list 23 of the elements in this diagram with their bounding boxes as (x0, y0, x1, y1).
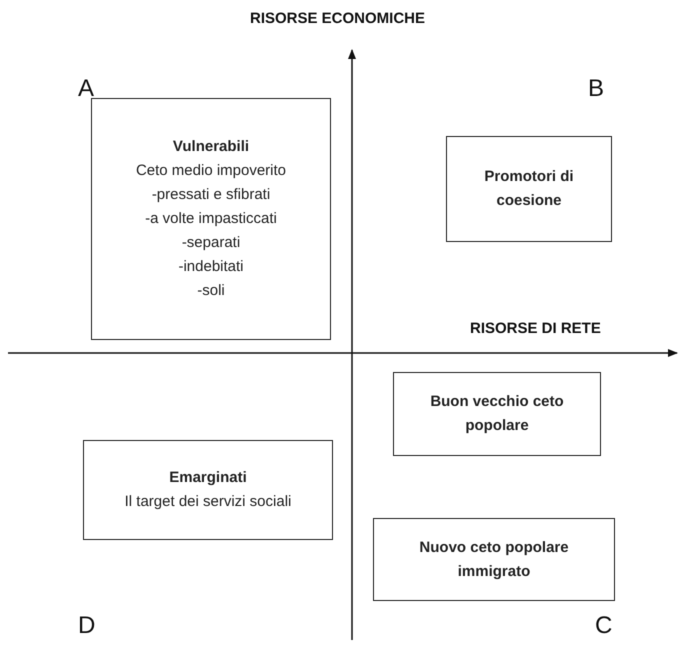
quadrant-letter: D (78, 612, 96, 640)
category-description: Il target dei servizi sociali (124, 492, 292, 512)
quadrant-letter: A (78, 75, 94, 103)
category-label: Nuovo ceto popolare immigrato (418, 538, 570, 582)
category-description: -indebitati (178, 257, 244, 277)
category-box (393, 372, 601, 456)
category-title: Vulnerabili (172, 137, 250, 157)
category-description: -soli (197, 281, 225, 301)
category-box (91, 98, 331, 340)
quadrant-letter: B (588, 75, 604, 103)
category-label: Promotori di coesione (483, 167, 575, 211)
category-box (373, 518, 615, 601)
category-description: -a volte impasticcati (145, 209, 277, 229)
category-description: -pressati e sfibrati (152, 185, 270, 205)
category-box (446, 136, 612, 242)
category-description: -separati (182, 233, 240, 253)
quadrant-letter: C (595, 612, 612, 640)
category-title: Emarginati (169, 468, 247, 488)
axis-label: RISORSE ECONOMICHE (250, 10, 426, 27)
category-box (83, 440, 333, 540)
axis-label: RISORSE DI RETE (470, 320, 601, 337)
category-label: Buon vecchio ceto popolare (429, 392, 565, 436)
category-description: Ceto medio impoverito (136, 161, 286, 181)
